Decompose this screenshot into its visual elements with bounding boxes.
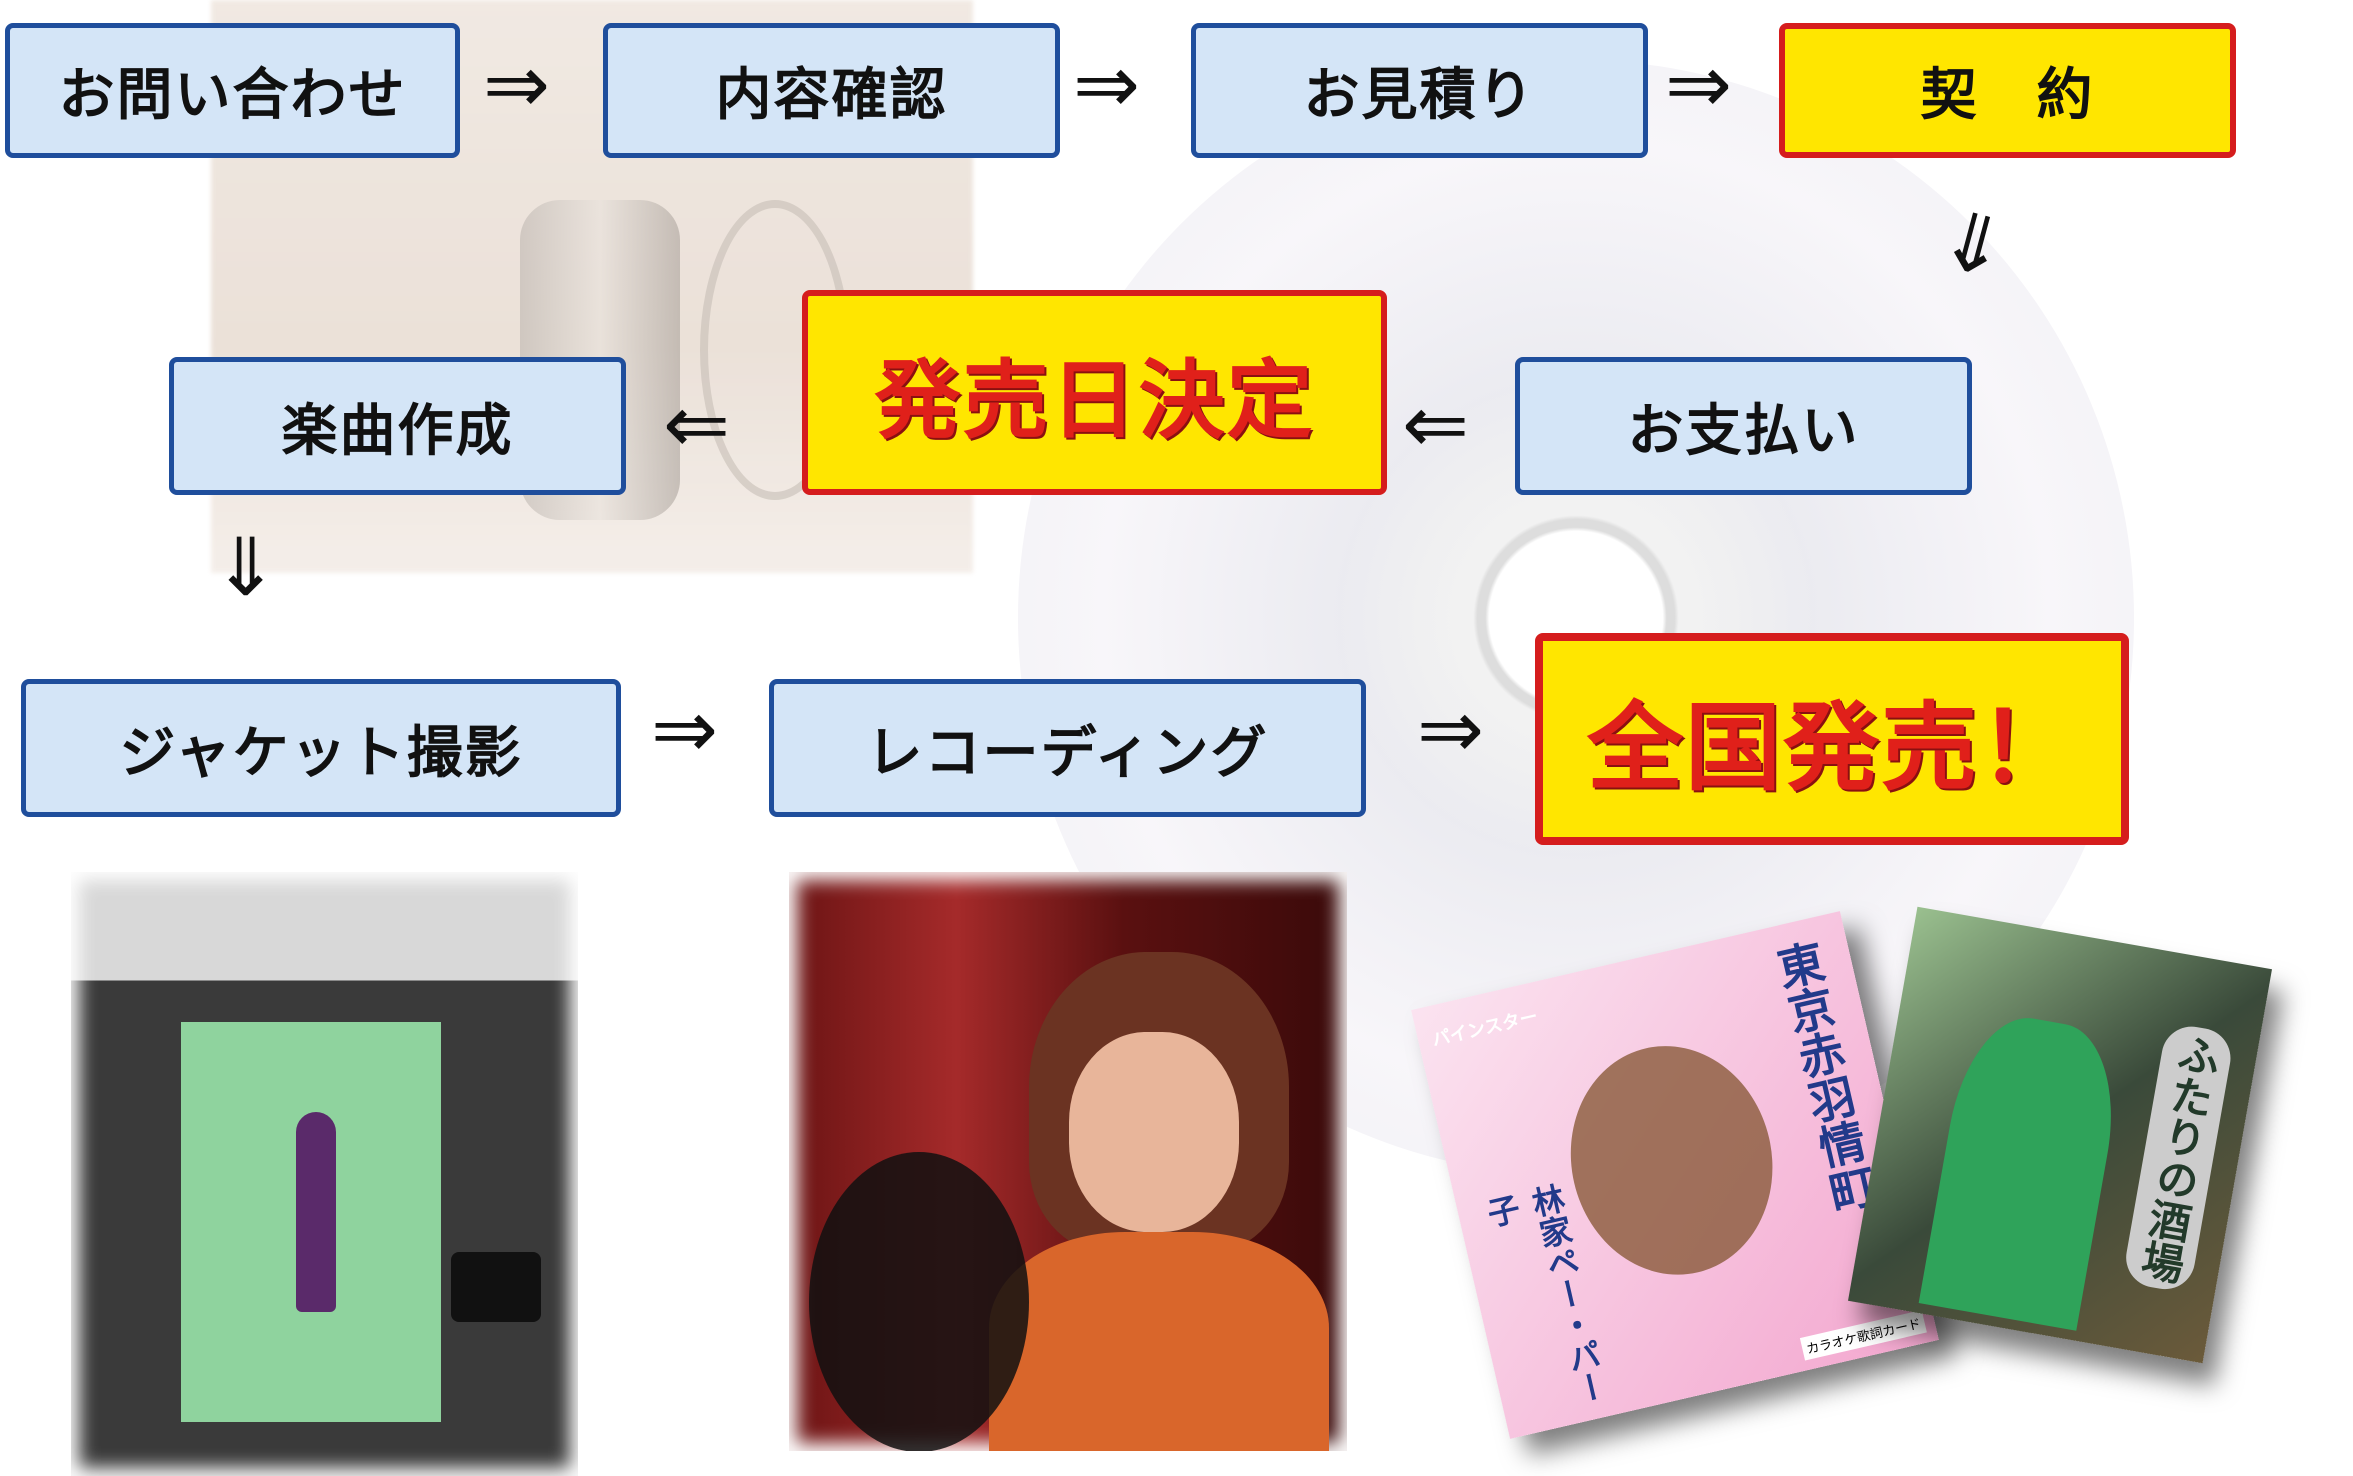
- label-logo: パインスター: [1430, 1006, 1540, 1051]
- step-contract: 契 約: [1779, 23, 2236, 158]
- step-jacket-shoot: ジャケット撮影: [21, 679, 621, 817]
- step-estimate: お見積り: [1191, 23, 1648, 158]
- pop-filter: [809, 1152, 1029, 1451]
- step-composition: 楽曲作成: [169, 357, 626, 495]
- album-note: カラオケ歌詞カード: [1799, 1309, 1927, 1361]
- step-recording: レコーディング: [769, 679, 1366, 817]
- arrow-right-icon: ⇒: [1665, 38, 1733, 131]
- model-figure: [296, 1112, 336, 1312]
- album-title: ふたりの酒場: [2121, 1021, 2236, 1294]
- arrow-right-icon: ⇒: [1417, 683, 1485, 776]
- arrow-left-icon: ⇐: [663, 378, 731, 471]
- arrow-right-icon: ⇒: [651, 683, 719, 776]
- album-cover-2: ふたりの酒場: [1848, 906, 2272, 1364]
- step-nationwide-release: 全国発売！: [1535, 633, 2129, 845]
- recording-singer-photo: [789, 872, 1347, 1451]
- jacket-shoot-photo: [71, 872, 578, 1476]
- singer-top: [989, 1232, 1329, 1451]
- arrow-right-icon: ⇒: [483, 38, 551, 131]
- step-payment: お支払い: [1515, 357, 1972, 495]
- artist-photo: [1548, 1025, 1795, 1295]
- step-inquiry: お問い合わせ: [5, 23, 460, 158]
- step-content-check: 内容確認: [603, 23, 1060, 158]
- singer-face: [1069, 1032, 1239, 1232]
- arrow-right-icon: ⇒: [1073, 38, 1141, 131]
- artist-photo: [1918, 1007, 2129, 1331]
- arrow-left-icon: ⇐: [1402, 378, 1470, 471]
- arrow-down-icon: ⇓: [212, 521, 280, 614]
- step-release-date: 発売日決定: [802, 290, 1387, 495]
- camera-image: [451, 1252, 541, 1322]
